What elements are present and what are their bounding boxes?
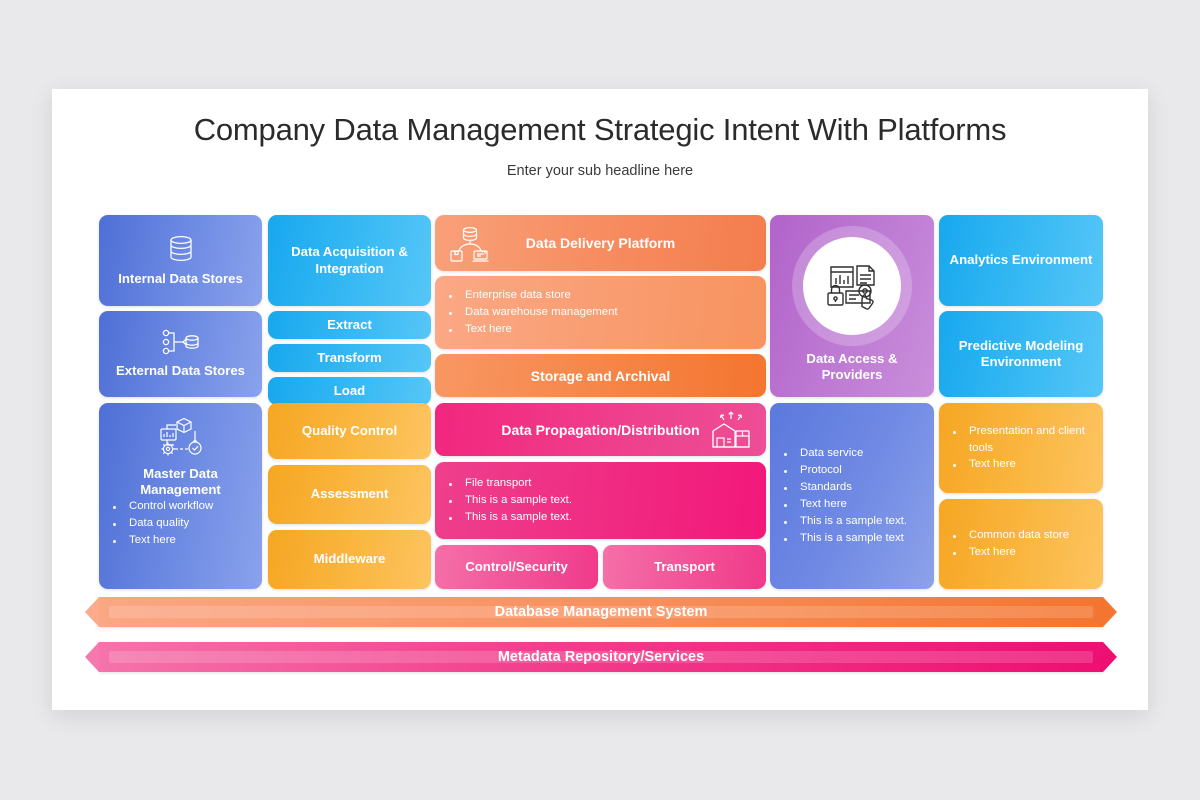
diagram-grid: Internal Data Stores External Data Store… bbox=[99, 215, 1103, 589]
list-item: Protocol bbox=[770, 462, 934, 479]
mdm-bullet-list: Control workflow Data quality Text here bbox=[99, 498, 262, 549]
list-item: Data warehouse management bbox=[435, 304, 766, 321]
list-item: Text here bbox=[770, 496, 934, 513]
propagation-bullet-list: File transport This is a sample text. Th… bbox=[435, 475, 766, 526]
card-delivery-bullets[interactable]: Enterprise data store Data warehouse man… bbox=[435, 276, 766, 349]
list-item: Enterprise data store bbox=[435, 287, 766, 304]
card-label: Data Acquisition & Integration bbox=[291, 244, 408, 276]
card-middleware[interactable]: Middleware bbox=[268, 530, 431, 589]
card-data-propagation-distribution[interactable]: Data Propagation/Distribution bbox=[435, 403, 766, 456]
warehouse-distribution-icon bbox=[710, 409, 752, 449]
bar-label: Metadata Repository/Services bbox=[497, 649, 705, 665]
list-item: Standards bbox=[770, 479, 934, 496]
page-title: Company Data Management Strategic Intent… bbox=[193, 112, 1007, 147]
card-label: Quality Control bbox=[301, 422, 398, 438]
access-bullet-list: Data service Protocol Standards Text her… bbox=[770, 445, 934, 546]
card-extract[interactable]: Extract bbox=[268, 311, 431, 339]
list-item: This is a sample text. bbox=[435, 492, 766, 509]
list-item: Control workflow bbox=[99, 498, 262, 515]
presentation-bullet-list: Presentation and client tools Text here bbox=[939, 423, 1103, 474]
list-item: Text here bbox=[939, 456, 1103, 473]
card-internal-data-stores[interactable]: Internal Data Stores bbox=[99, 215, 262, 306]
card-analytics-environment[interactable]: Analytics Environment bbox=[939, 215, 1103, 306]
list-item: File transport bbox=[435, 475, 766, 492]
delivery-bullet-list: Enterprise data store Data warehouse man… bbox=[435, 287, 766, 338]
column-acquisition: Data Acquisition & Integration Extract T… bbox=[268, 215, 431, 589]
column-delivery-propagation: Data Delivery Platform Enterprise data s… bbox=[435, 215, 766, 589]
card-storage-and-archival[interactable]: Storage and Archival bbox=[435, 354, 766, 397]
arrow-shaft bbox=[109, 606, 1093, 618]
card-control-security[interactable]: Control/Security bbox=[435, 545, 598, 589]
page-subtitle: Enter your sub headline here bbox=[506, 163, 694, 179]
card-access-bullets[interactable]: Data service Protocol Standards Text her… bbox=[770, 403, 934, 589]
list-item: Text here bbox=[435, 321, 766, 338]
card-label: Middleware bbox=[313, 551, 386, 567]
data-flow-icon bbox=[161, 328, 201, 356]
card-predictive-modeling-environment[interactable]: Predictive Modeling Environment bbox=[939, 311, 1103, 397]
card-data-acquisition-integration[interactable]: Data Acquisition & Integration bbox=[268, 215, 431, 306]
data-delivery-icon bbox=[449, 224, 489, 262]
card-label: Data Propagation/Distribution bbox=[501, 421, 700, 438]
column-data-stores: Internal Data Stores External Data Store… bbox=[99, 215, 262, 589]
list-item: This is a sample text. bbox=[770, 513, 934, 530]
card-transform[interactable]: Transform bbox=[268, 344, 431, 372]
arrow-shaft bbox=[109, 651, 1093, 663]
card-label: Internal Data Stores bbox=[118, 270, 243, 286]
card-label: Control/Security bbox=[465, 558, 568, 574]
bar-database-management-system[interactable]: Database Management System bbox=[85, 597, 1117, 627]
card-master-data-management[interactable]: Master Data Management Control workflow … bbox=[99, 403, 262, 589]
column-environments: Analytics Environment Predictive Modelin… bbox=[939, 215, 1103, 589]
card-label: Load bbox=[333, 382, 366, 398]
slide-canvas: Company Data Management Strategic Intent… bbox=[52, 89, 1148, 710]
list-item: Text here bbox=[939, 544, 1103, 561]
card-data-delivery-platform[interactable]: Data Delivery Platform bbox=[435, 215, 766, 271]
card-label: Predictive Modeling Environment bbox=[958, 337, 1084, 369]
list-item: Data quality bbox=[99, 515, 262, 532]
card-label: Assessment bbox=[310, 486, 389, 502]
card-label: Transport bbox=[654, 558, 715, 574]
list-item: Text here bbox=[99, 532, 262, 549]
card-assessment[interactable]: Assessment bbox=[268, 465, 431, 524]
card-external-data-stores[interactable]: External Data Stores bbox=[99, 311, 262, 397]
list-item: Common data store bbox=[939, 527, 1103, 544]
card-label: Analytics Environment bbox=[949, 252, 1093, 268]
card-label: Data Access & Providers bbox=[806, 350, 898, 382]
card-transport[interactable]: Transport bbox=[603, 545, 766, 589]
list-item: This is a sample text bbox=[770, 530, 934, 547]
card-quality-control[interactable]: Quality Control bbox=[268, 403, 431, 459]
list-item: Data service bbox=[770, 445, 934, 462]
list-item: Presentation and client tools bbox=[939, 423, 1103, 457]
card-label: Transform bbox=[317, 349, 382, 365]
common-bullet-list: Common data store Text here bbox=[939, 527, 1103, 561]
secure-data-access-icon bbox=[803, 236, 901, 335]
card-label: Storage and Archival bbox=[530, 367, 671, 384]
card-label: Master Data Management bbox=[140, 466, 221, 498]
card-propagation-bullets[interactable]: File transport This is a sample text. Th… bbox=[435, 462, 766, 539]
card-data-access-providers[interactable]: Data Access & Providers bbox=[770, 215, 934, 397]
card-label: External Data Stores bbox=[116, 363, 245, 379]
card-label: Data Delivery Platform bbox=[525, 235, 676, 251]
column-data-access: Data Access & Providers Data service Pro… bbox=[770, 215, 934, 589]
bar-label: Database Management System bbox=[494, 604, 708, 620]
bar-metadata-repository[interactable]: Metadata Repository/Services bbox=[85, 642, 1117, 672]
card-label: Extract bbox=[327, 316, 372, 332]
card-load[interactable]: Load bbox=[268, 377, 431, 405]
list-item: This is a sample text. bbox=[435, 509, 766, 526]
card-common-data-store[interactable]: Common data store Text here bbox=[939, 499, 1103, 589]
database-stack-icon bbox=[163, 234, 199, 264]
card-presentation-tools[interactable]: Presentation and client tools Text here bbox=[939, 403, 1103, 493]
master-data-workflow-icon bbox=[157, 417, 205, 459]
